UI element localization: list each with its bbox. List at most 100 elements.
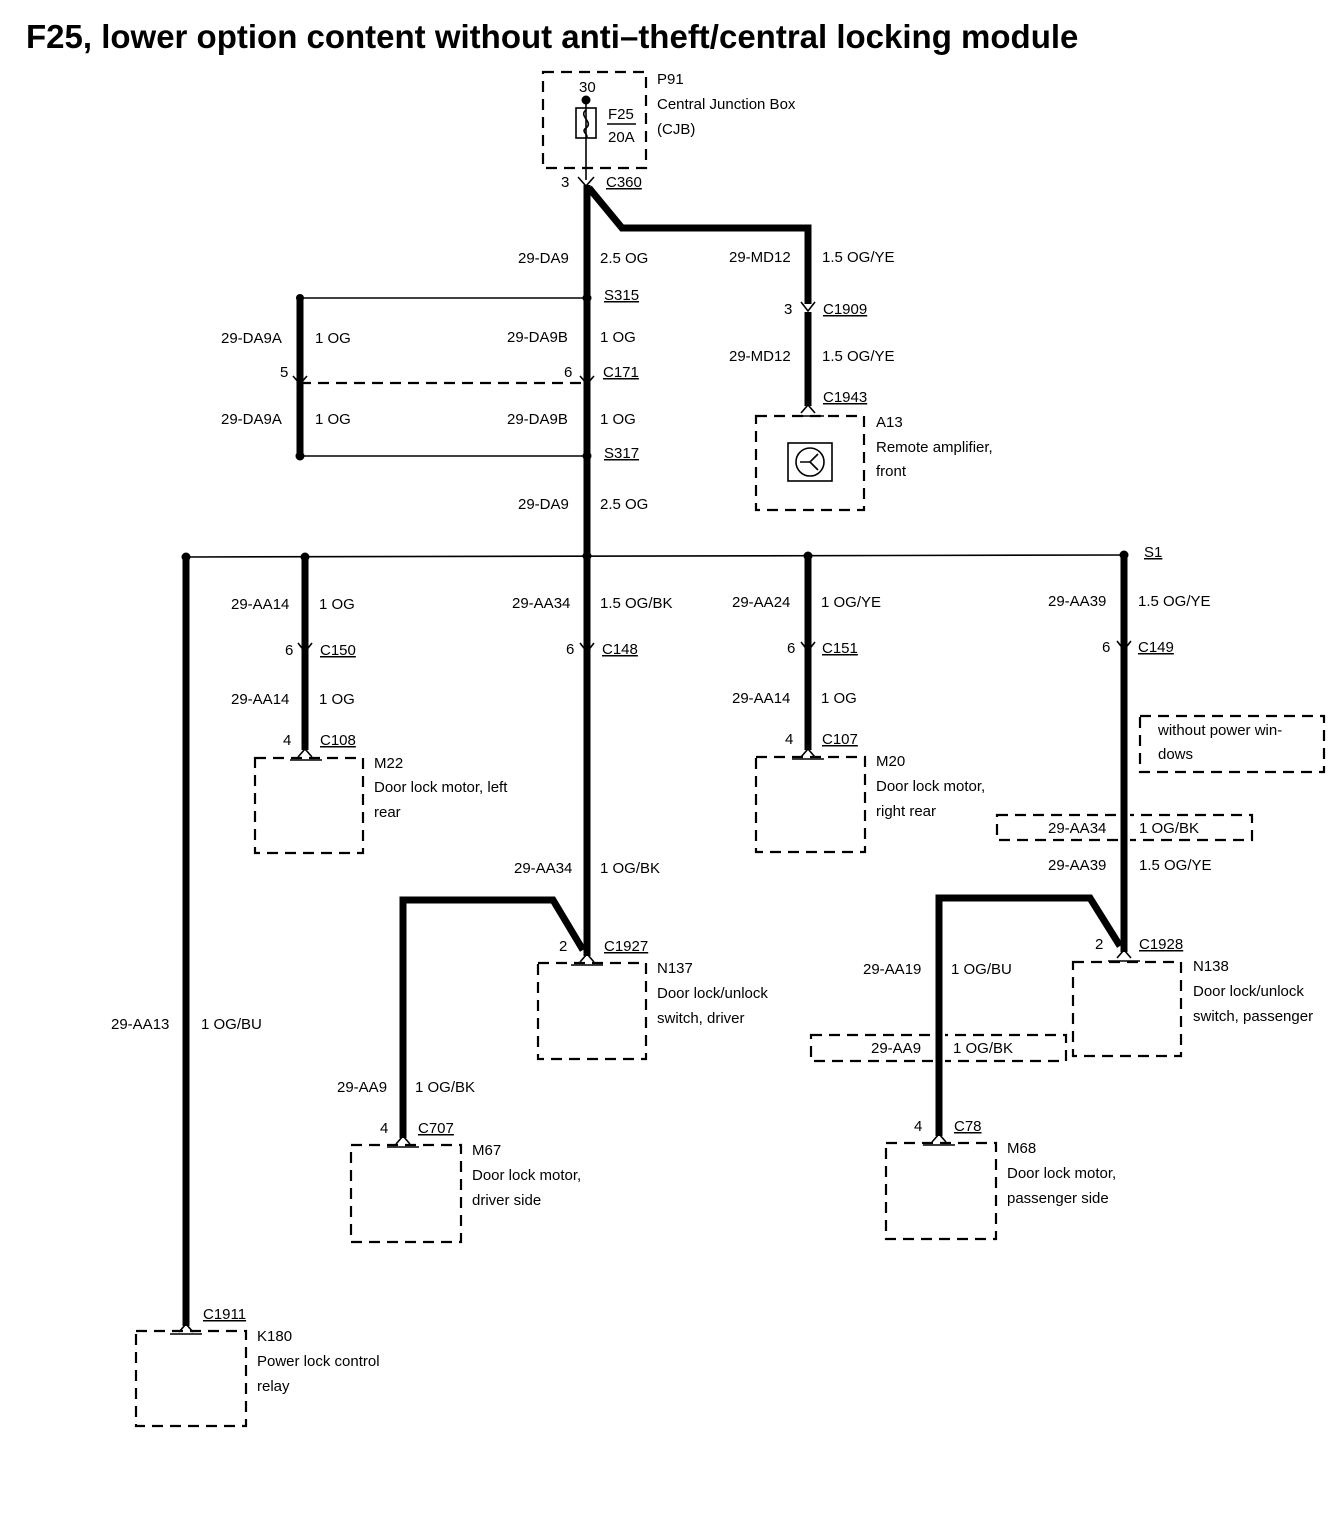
component-name: Central Junction Box	[657, 96, 796, 113]
connector-c151: 6 C151	[787, 640, 858, 657]
component-label: Door lock motor,	[1007, 1165, 1116, 1182]
wire-label: 1 OG/BK	[953, 1040, 1013, 1057]
wire-label: 1.5 OG/YE	[822, 249, 895, 266]
connector-c107: 4 C107	[785, 731, 858, 760]
connector-label: C149	[1138, 639, 1174, 656]
connector-label: 4	[380, 1120, 388, 1137]
component-label: right rear	[876, 803, 936, 820]
central-junction-box: 30 F25 20A P91 Central Junction Box (CJB…	[541, 70, 796, 180]
component-label: Door lock/unlock	[1193, 983, 1304, 1000]
fuse-name: F25	[608, 106, 634, 123]
connector-label: C171	[603, 364, 639, 381]
component-name: (CJB)	[657, 121, 695, 138]
component-label: M67	[472, 1142, 501, 1159]
wire-label: 29-AA24	[732, 594, 790, 611]
connector-c360: 3 C360	[561, 174, 642, 191]
connector-label: C1928	[1139, 936, 1183, 953]
option-note-without-power-windows: without power win- dows	[1138, 714, 1326, 774]
page-title: F25, lower option content without anti–t…	[26, 18, 1078, 55]
component-label: rear	[374, 804, 401, 821]
connector-c148: 6 C148	[566, 641, 638, 658]
door-lock-switch-driver: N137 Door lock/unlock switch, driver	[536, 960, 768, 1061]
wire-label: 2.5 OG	[600, 250, 648, 267]
connector-c149: 6 C149	[1102, 639, 1174, 656]
connector-label: 3	[784, 301, 792, 318]
component-label: Door lock motor,	[472, 1167, 581, 1184]
wire-label: 29-AA9	[337, 1079, 387, 1096]
connector-label: C360	[606, 174, 642, 191]
connector-label: 4	[283, 732, 291, 749]
wire-label: 29-AA34	[514, 860, 572, 877]
wire-label: 29-AA9	[871, 1040, 921, 1057]
component-label: N137	[657, 960, 693, 977]
wire-label: 29-MD12	[729, 348, 791, 365]
connector-c1909: 3 C1909	[784, 301, 867, 318]
connector-label: C1927	[604, 938, 648, 955]
wire-label: 1 OG	[319, 691, 355, 708]
wire-label: 29-AA39	[1048, 857, 1106, 874]
wire-label: 29-AA34	[1048, 820, 1106, 837]
connector-c1928: 2 C1928	[1095, 936, 1183, 962]
connector-label: C151	[822, 640, 858, 657]
wire-label: 1 OG/BK	[415, 1079, 475, 1096]
wire-label: 29-AA13	[111, 1016, 169, 1033]
door-lock-motor-passenger-side: M68 Door lock motor, passenger side	[884, 1140, 1116, 1241]
wire-label: 1 OG	[821, 690, 857, 707]
wire-label: 1.5 OG/YE	[1138, 593, 1211, 610]
wire-label: 1 OG	[600, 329, 636, 346]
wire-label: 29-DA9A	[221, 411, 282, 428]
splice-bar-s1	[185, 554, 1125, 558]
connector-c1911: C1911	[170, 1306, 246, 1335]
connector-label: 6	[564, 364, 572, 381]
wire-label: 1 OG	[600, 411, 636, 428]
wire-label: 29-AA14	[732, 690, 790, 707]
component-id: P91	[657, 71, 684, 88]
wire-label: 1 OG/BK	[1139, 820, 1199, 837]
connector-label: 2	[559, 938, 567, 955]
connector-label: 4	[914, 1118, 922, 1135]
wire-label: 1.5 OG/YE	[822, 348, 895, 365]
connector-label: C1911	[203, 1306, 246, 1323]
door-lock-motor-driver-side: M67 Door lock motor, driver side	[349, 1142, 581, 1244]
wire-label: 29-AA14	[231, 596, 289, 613]
connector-label: 6	[566, 641, 574, 658]
amplifier-icon	[800, 453, 819, 471]
connector-label: C707	[418, 1120, 454, 1137]
connector-label: C108	[320, 732, 356, 749]
door-lock-motor-left-rear: M22 Door lock motor, left rear	[253, 755, 508, 855]
wire-label: 29-DA9	[518, 250, 569, 267]
component-label: N138	[1193, 958, 1229, 975]
component-label: Remote amplifier,	[876, 439, 993, 456]
connector-c1943: C1943	[792, 389, 867, 417]
wire-label: 29-DA9	[518, 496, 569, 513]
connector-label: 4	[785, 731, 793, 748]
wire-label: 1.5 OG/BK	[600, 595, 673, 612]
connector-c150: 6 C150	[285, 642, 356, 659]
connector-label: C107	[822, 731, 858, 748]
component-label: Door lock motor,	[876, 778, 985, 795]
component-label: M20	[876, 753, 905, 770]
connector-label: 6	[1102, 639, 1110, 656]
component-label: K180	[257, 1328, 292, 1345]
component-label: driver side	[472, 1192, 541, 1209]
wire-label: 1.5 OG/YE	[1139, 857, 1212, 874]
fuse-rating: 20A	[608, 129, 635, 146]
connector-c78: 4 C78	[914, 1118, 982, 1146]
connector-c108: 4 C108	[283, 732, 356, 761]
wire-label: 29-DA9B	[507, 411, 568, 428]
component-label: front	[876, 463, 907, 480]
connector-label: C1943	[823, 389, 867, 406]
splice-label: S315	[604, 287, 639, 304]
power-lock-control-relay: K180 Power lock control relay	[134, 1328, 380, 1428]
connector-label: 3	[561, 174, 569, 191]
door-lock-switch-passenger: N138 Door lock/unlock switch, passenger	[1071, 958, 1313, 1058]
wire-label: 1 OG	[315, 411, 351, 428]
splice-label: S1	[1144, 544, 1162, 561]
wire-label: 1 OG/BK	[600, 860, 660, 877]
note-text: dows	[1158, 746, 1193, 763]
connector-c1927: 2 C1927	[559, 938, 648, 966]
option-wire-29-aa9: 29-AA9 1 OG/BK	[809, 1030, 1068, 1066]
wire-label: 2.5 OG	[600, 496, 648, 513]
wire-29-aa19	[935, 894, 1123, 1136]
